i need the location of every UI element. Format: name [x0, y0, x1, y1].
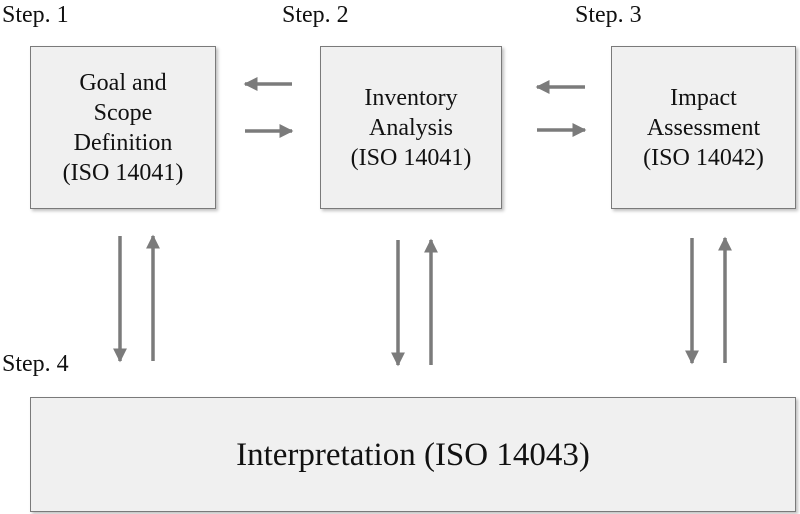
interpretation-box: Interpretation (ISO 14043): [30, 397, 796, 512]
impact-assessment-box: Impact Assessment (ISO 14042): [611, 46, 796, 209]
step-3-label: Step. 3: [575, 2, 642, 28]
box-1-line-4: (ISO 14041): [62, 159, 184, 186]
box-3-line-2: Assessment: [646, 114, 761, 141]
step-4-label: Step. 4: [2, 351, 69, 377]
goal-scope-definition-text: Goal and Scope Definition (ISO 14041): [63, 68, 184, 188]
box-3-line-1: Impact: [670, 84, 737, 111]
box-2-line-1: Inventory: [364, 84, 458, 111]
box-2-line-2: Analysis: [369, 114, 453, 141]
step-1-label: Step. 1: [2, 2, 69, 28]
box-2-line-3: (ISO 14041): [350, 144, 472, 171]
step-2-label: Step. 2: [282, 2, 349, 28]
goal-scope-definition-box: Goal and Scope Definition (ISO 14041): [30, 46, 216, 209]
box-3-line-3: (ISO 14042): [643, 144, 764, 171]
inventory-analysis-box: Inventory Analysis (ISO 14041): [320, 46, 502, 209]
interpretation-text: Interpretation (ISO 14043): [236, 436, 590, 473]
box-1-line-1: Goal and: [79, 69, 167, 96]
impact-assessment-text: Impact Assessment (ISO 14042): [643, 83, 764, 173]
box-1-line-2: Scope: [93, 99, 153, 126]
box-1-line-3: Definition: [73, 129, 173, 156]
inventory-analysis-text: Inventory Analysis (ISO 14041): [351, 83, 472, 173]
